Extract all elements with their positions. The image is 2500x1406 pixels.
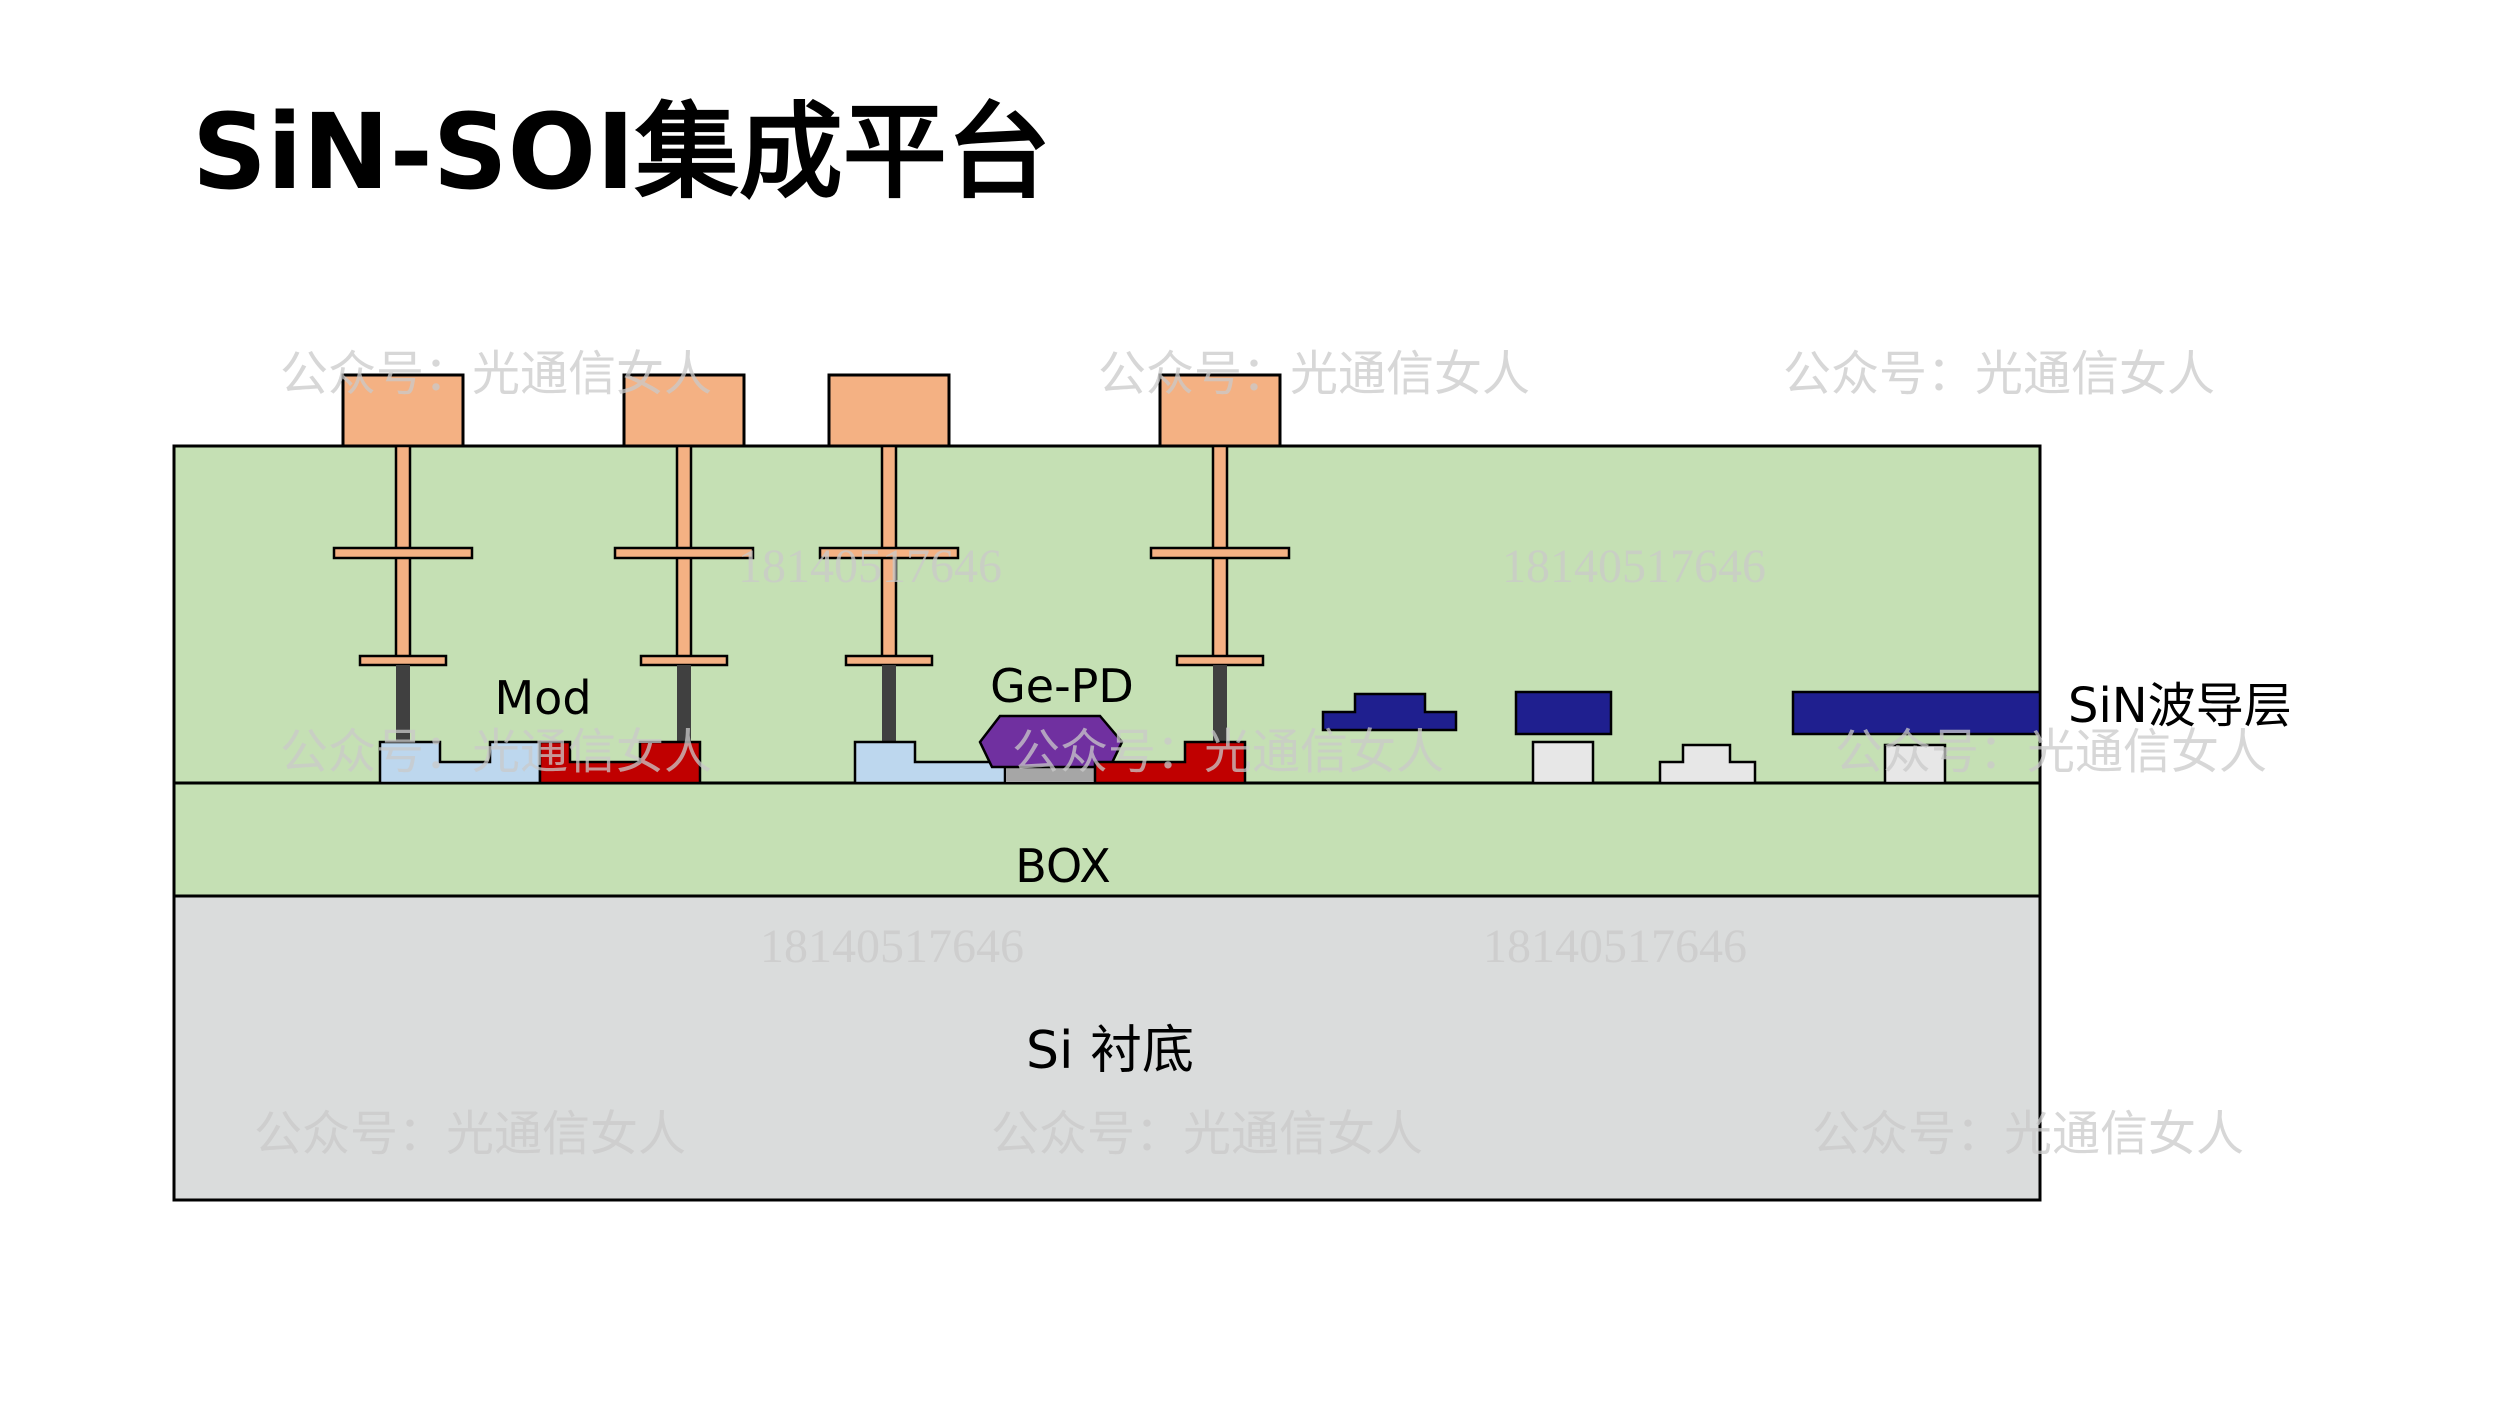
electrode-stack <box>613 373 755 742</box>
watermark-account: 公众号：光通信女人 <box>1835 724 2267 780</box>
metal-bar <box>1175 654 1265 667</box>
ge-pd-label: Ge-PD <box>990 659 1134 713</box>
si-rib-waveguide <box>1658 743 1757 785</box>
watermark-account: 公众号：光通信女人 <box>1098 346 1530 402</box>
electrode-stack <box>332 373 474 742</box>
metal-bar <box>613 546 755 560</box>
mod-label: Mod <box>494 671 591 725</box>
photodetector-n-doped-si <box>1093 740 1247 785</box>
via <box>1213 665 1227 742</box>
si-substrate-layer <box>172 894 2042 1202</box>
metal-bar <box>844 654 934 667</box>
watermark-phone: 18140517646 <box>738 540 1002 593</box>
watermark-account: 公众号：光通信女人 <box>991 1106 1423 1162</box>
modulator-n-doped-si <box>538 740 702 785</box>
watermark-account: 公众号：光通信女人 <box>280 724 712 780</box>
metal-bar <box>1149 546 1291 560</box>
metal-pad <box>827 373 951 448</box>
via <box>882 665 896 742</box>
watermark-account: 公众号：光通信女人 <box>1012 724 1444 780</box>
via <box>396 665 410 742</box>
metal-pad <box>622 373 746 448</box>
watermark-account: 公众号：光通信女人 <box>254 1106 686 1162</box>
watermark-account: 公众号：光通信女人 <box>1812 1106 2244 1162</box>
metal-bar <box>818 546 960 560</box>
watermark-account: 公众号：光通信女人 <box>1783 346 2215 402</box>
sin-strip-waveguide <box>1514 690 1613 736</box>
watermark-account: 公众号：光通信女人 <box>280 346 712 402</box>
metal-pad <box>1158 373 1282 448</box>
si-strip-waveguide <box>1531 740 1595 785</box>
watermark-phone: 18140517646 <box>1483 920 1747 973</box>
page-title: SiN-SOI集成平台 <box>192 91 1051 213</box>
box-label: BOX <box>1015 839 1111 893</box>
substrate-label: Si 衬底 <box>1026 1021 1194 1081</box>
germanium-absorber <box>978 714 1124 769</box>
metal-bar <box>332 546 474 560</box>
sin-slab-waveguide <box>1791 690 2042 736</box>
watermark-phone: 18140517646 <box>1502 540 1766 593</box>
watermark-phone: 18140517646 <box>760 920 1024 973</box>
electrode-stack <box>1149 373 1291 742</box>
si-waveguide <box>1883 743 1947 785</box>
sin-layer-label: SiN波导层 <box>2068 678 2292 734</box>
watermark-group: 公众号：光通信女人 公众号：光通信女人 公众号：光通信女人 公众号：光通信女人 … <box>254 346 2267 1162</box>
via <box>677 665 691 742</box>
metal-bar <box>358 654 448 667</box>
sin-rib-waveguide <box>1321 692 1458 732</box>
electrode-stack <box>818 373 960 742</box>
metal-bar <box>639 654 729 667</box>
